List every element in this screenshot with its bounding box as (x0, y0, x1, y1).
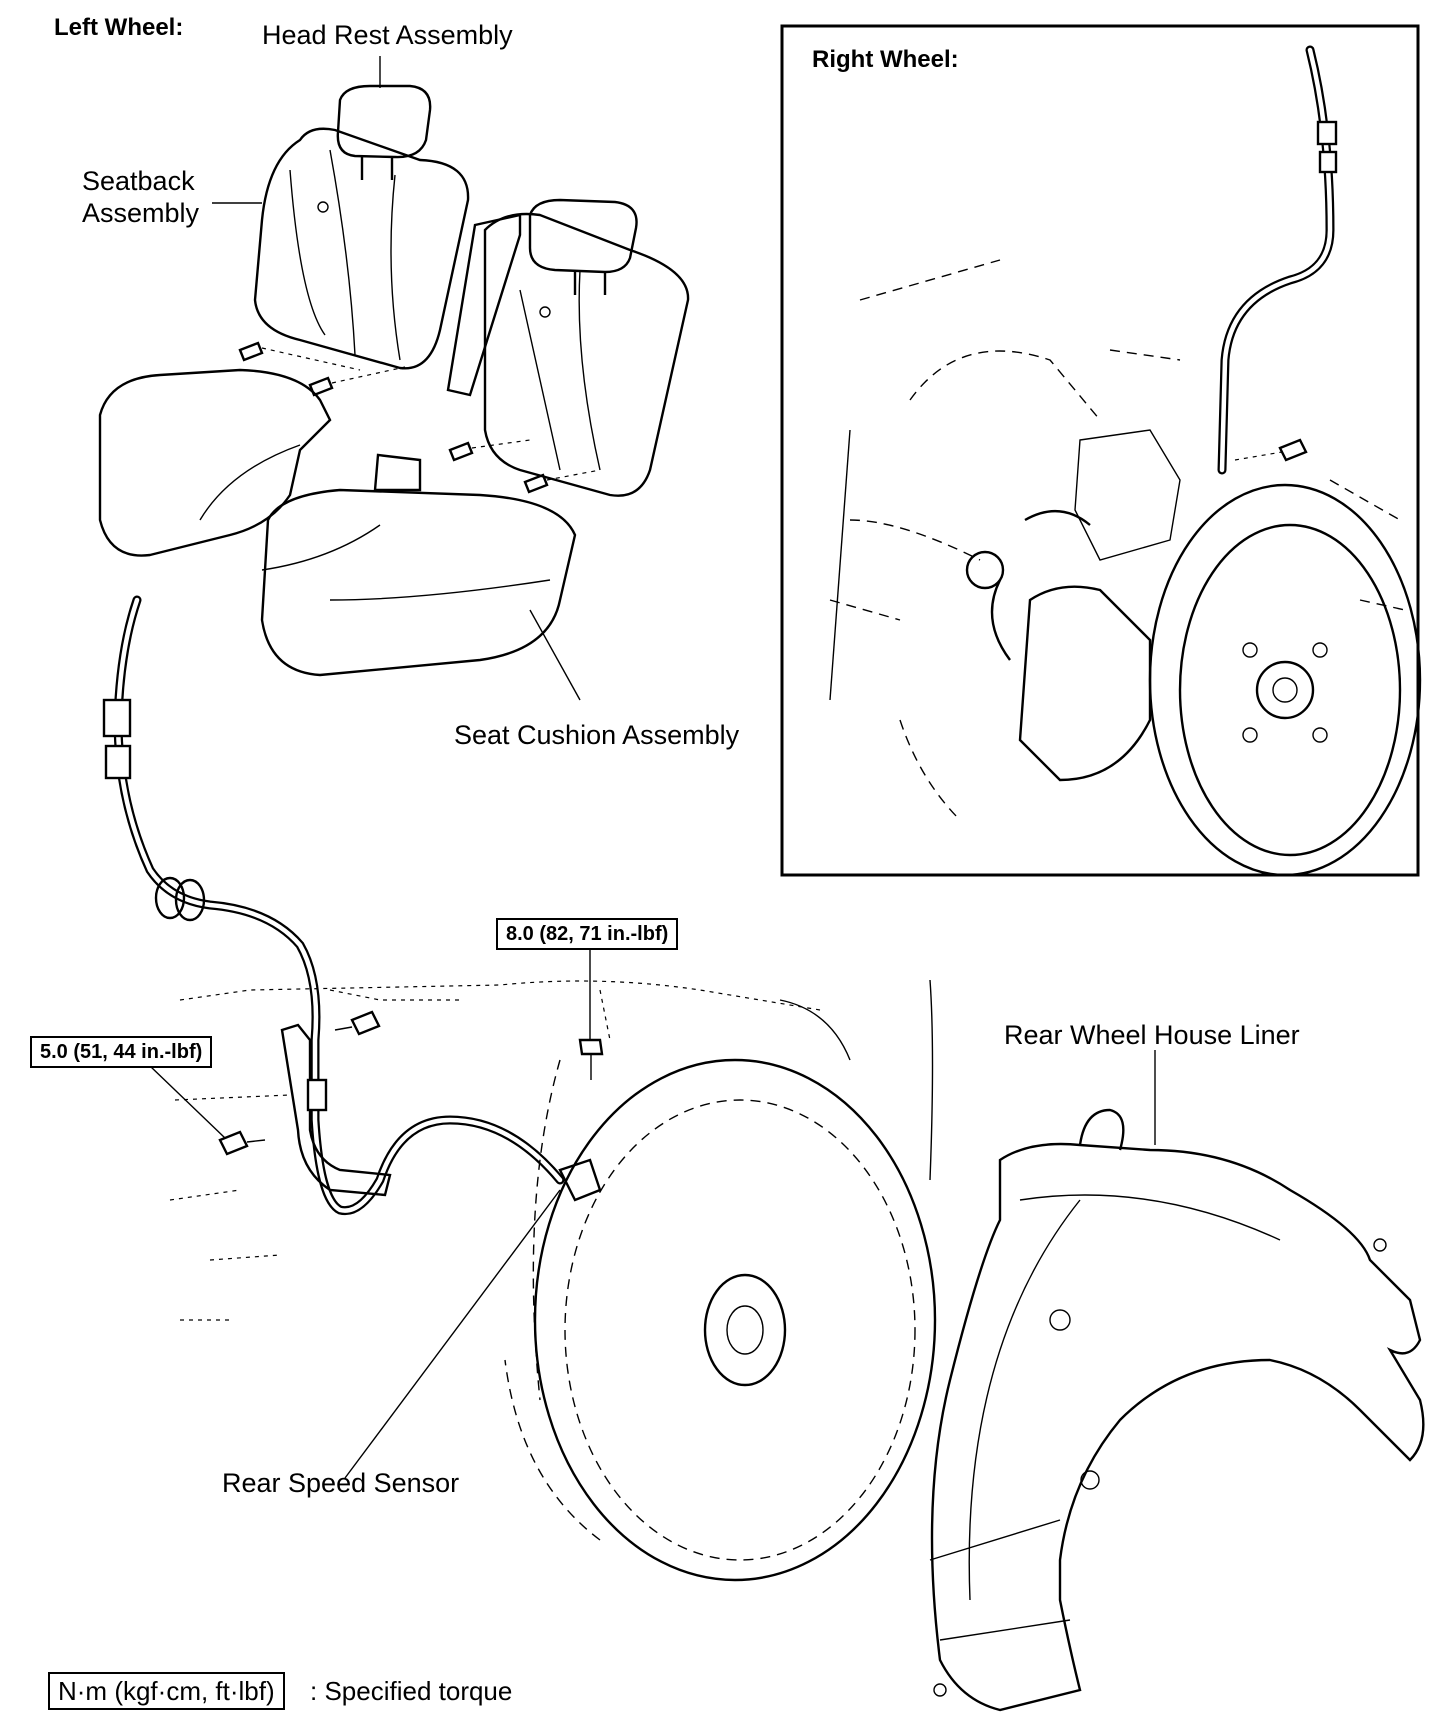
left-wheel-drawing (102, 595, 937, 1582)
bolt-icon (218, 1130, 266, 1156)
right-wheel-frame (780, 24, 1420, 877)
wheel-house-liner-drawing (929, 1108, 1425, 1712)
seat-cushion-label: Seat Cushion Assembly (454, 720, 740, 750)
torque-spec-left: 5.0 (51, 44 in.-lbf) (30, 1036, 213, 1068)
head-rest-label: Head Rest Assembly (262, 20, 513, 50)
right-wheel-title: Right Wheel: (812, 46, 959, 73)
left-wheel-title: Left Wheel: (54, 14, 184, 41)
legend-text: : Specified torque (310, 1676, 513, 1706)
seatback-label-line1: Seatback (82, 166, 195, 196)
bolt-icon (238, 341, 361, 371)
bolt-icon (308, 366, 406, 397)
seat-assembly-drawing (98, 84, 690, 677)
legend-unit-box: N·m (kgf·cm, ft·lbf) (48, 1672, 285, 1710)
bolt-icon (1234, 438, 1308, 462)
seatback-label-line2: Assembly (82, 198, 200, 228)
bolt-icon (578, 1038, 604, 1080)
right-wheel-drawing (829, 45, 1422, 877)
bolt-icon (523, 469, 601, 494)
rear-wheel-house-liner-label: Rear Wheel House Liner (1004, 1020, 1300, 1050)
rear-speed-sensor-label: Rear Speed Sensor (222, 1468, 460, 1498)
bolt-icon (334, 1010, 381, 1036)
bolt-icon (448, 439, 531, 462)
torque-spec-upper: 8.0 (82, 71 in.-lbf) (496, 918, 679, 950)
